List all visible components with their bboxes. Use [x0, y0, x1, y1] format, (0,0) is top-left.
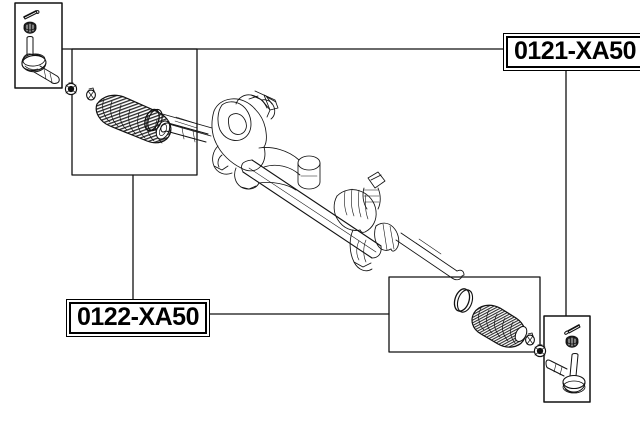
- castle-nut-right: [565, 335, 579, 348]
- callout-0121-xa50[interactable]: 0121-XA50: [503, 33, 640, 71]
- tie-rod-end-detail-right: [545, 324, 586, 394]
- castle-nut-left: [23, 21, 37, 34]
- cotter-pin-right: [564, 324, 581, 335]
- callout-0122-xa50[interactable]: 0122-XA50: [66, 299, 210, 337]
- group-box-boot-left: [71, 48, 198, 176]
- tie-rod-end-right: [545, 353, 586, 394]
- retaining-ring-left: [144, 108, 163, 132]
- callout-0121-label: 0121-XA50: [506, 36, 640, 68]
- steering-rack-assembly: [150, 90, 465, 281]
- leader-lines: [61, 48, 567, 317]
- steering-rack-boot-right: [471, 304, 528, 348]
- boot-clamp-large-left: [64, 82, 78, 96]
- boot-right-assembly: [453, 288, 547, 358]
- cotter-pin-left: [23, 10, 40, 20]
- retaining-ring-right: [453, 288, 474, 313]
- tie-rod-end-left: [21, 36, 60, 84]
- rack-shaft-left-stub: [160, 122, 209, 143]
- boot-clamp-small-left: [86, 87, 96, 101]
- boot-left-assembly: [64, 82, 209, 144]
- tie-rod-end-detail-left: [21, 10, 60, 84]
- boot-clamp-small-right: [525, 332, 535, 346]
- callout-0122-label: 0122-XA50: [69, 302, 207, 334]
- boot-clamp-large-right: [533, 344, 547, 358]
- steering-rack-boot-left: [95, 94, 172, 144]
- inset-box-bottom-right: [543, 315, 591, 403]
